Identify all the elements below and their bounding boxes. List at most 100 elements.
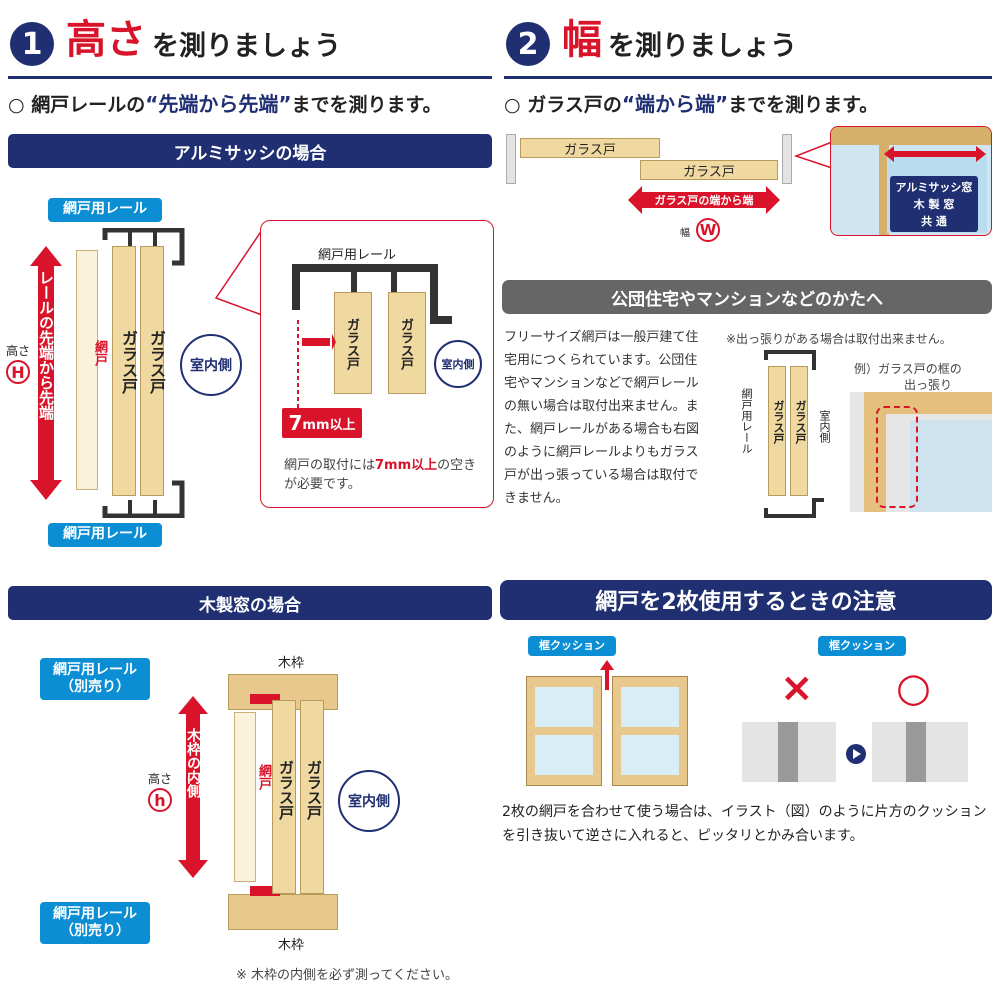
screen-frame-right [612,676,688,786]
seven-mm-badge-unit: mm以上 [302,417,356,433]
section1-title: 高さ を測りましょう [66,20,341,60]
width-caption: 幅 [680,228,690,239]
photo-pointer [794,141,833,169]
frame-top-label: 木枠 [278,656,305,671]
wood-vertical-label: 木枠の内側 [185,728,201,798]
cushion-tag-1: 框クッション [528,636,616,656]
screen-frame-left [526,676,602,786]
seven-mm-badge-number: 7 [288,411,303,435]
photo-width-arrow-icon [884,146,986,162]
two-screens-body: 2枚の網戸を合わせて使う場合は、イラスト（図）のように片方のクッションを引き抜い… [502,804,987,844]
glass-door-1 [112,246,136,496]
protrusion-glass-1 [768,366,786,496]
wood-height-caption: 高さ [148,772,173,786]
two-screens-band: 網戸を2枚使用するときの注意 [500,580,992,620]
wood-glass-1-label: ガラス戸 [277,760,295,820]
gap-note: 網戸の取付には7mm以上の空きが必要です。 [284,456,484,494]
section1-sub-post: までを測ります。 [291,94,442,116]
left-wall [506,134,516,184]
section2-subtitle: ○ ガラス戸の“端から端”までを測ります。 [504,88,878,117]
screen-right-pane-2 [621,735,679,775]
protrusion-glass-1-label: ガラス戸 [772,400,785,444]
protrusion-glass-2 [790,366,808,496]
cushion-tag-2: 框クッション [818,636,906,656]
wood-arrow-bottom-icon [178,860,208,878]
height-arrow-top-icon [30,246,62,266]
section1-subtitle: ○ 網戸レールの“先端から先端”までを測ります。 [8,88,442,117]
right-wall [782,134,792,184]
example-frame-side [864,392,886,512]
section1-rule [8,76,492,79]
section1-sub-pre: ○ 網戸レールの [8,94,146,116]
section2-sub-emph: “端から端” [621,92,729,116]
example-photo [850,392,992,512]
right-joint-frame [906,722,926,782]
public-housing-body: フリーサイズ網戸は一般戸建て住宅用につくられています。公団住宅やマンションなどで… [504,330,700,506]
cushion-pull-arrow-icon [600,660,614,690]
indoor-circle: 室内側 [180,334,242,396]
screen-panel [76,250,98,490]
gap-note-post: の空きが必要です。 [284,458,477,492]
public-housing-band: 公団住宅やマンションなどのかたへ [502,280,992,314]
wood-rail-top-mark [250,694,280,704]
wood-glass-2 [300,700,324,894]
height-letter-badge: H [6,360,30,384]
wood-rail-bottom-tag: 網戸用レール（別売り） [40,902,150,944]
protrusion-rail-icon [764,350,824,518]
glass-door-1-label: ガラス戸 [119,330,138,394]
height-arrow-bottom-icon [30,480,62,500]
aluminium-rail-frame [102,228,185,518]
zoom-glass-1 [334,292,372,394]
zoom-glass-2 [388,292,426,394]
zoom-indoor-circle: 室内側 [434,340,482,388]
section2-title-emph: 幅 [562,17,602,63]
wood-band: 木製窓の場合 [8,586,492,620]
wood-rail-bottom-mark [250,886,280,896]
right-joint-illustration [872,722,968,782]
screen-left-pane-2 [535,735,593,775]
photo-frame-mid [879,145,889,235]
wood-height-arrow-shaft [186,712,200,862]
wood-arrow-top-icon [178,696,208,714]
section2-sub-pre: ○ ガラス戸の [504,94,622,116]
width-arrow-label: ガラス戸の端から端 [654,194,754,207]
screen-panel-label: 網戸 [92,340,107,366]
width-glass-1: ガラス戸 [520,138,660,158]
width-arrow-icon [628,186,780,214]
wood-indoor-circle: 室内側 [338,770,400,832]
section-number-1: 1 [10,22,54,66]
gap-note-emph: 7mm以上 [375,458,438,473]
zoom-glass-1-label: ガラス戸 [344,318,359,370]
wood-screen-label: 網戸 [256,764,271,790]
photo-label-box: アルミサッシ窓 木 製 窓 共 通 [890,176,978,232]
wrong-mark: × [780,665,814,711]
rail-top-tag: 網戸用レール [48,198,162,222]
section2-title-rest: を測りましょう [608,31,797,62]
wood-frame-bottom [228,894,338,930]
zoom-callout-pointer [214,229,263,316]
frame-bottom-label: 木枠 [278,938,305,953]
protrusion-indoor-label: 室内側 [818,410,831,443]
gap-note-pre: 網戸の取付には [284,458,376,473]
example-label-2: 出っ張り [904,378,953,392]
wood-rail-top-tag: 網戸用レール（別売り） [40,658,150,700]
section1-title-rest: を測りましょう [152,31,341,62]
public-housing-note: ※出っ張りがある場合は取付出来ません。 [726,332,952,346]
wood-rail-bottom-1: 網戸用レール [53,905,137,922]
glass-door-2-label: ガラス戸 [147,330,166,394]
wood-note: ※ 木枠の内側を必ず測ってください。 [236,968,458,983]
section2-sub-post: までを測ります。 [728,94,879,116]
section1-title-emph: 高さ [66,17,146,63]
wood-glass-1 [272,700,296,894]
protrusion-rail-label: 網戸用レール [740,388,753,454]
photo-frame-top [831,127,991,145]
wood-screen-panel [234,712,256,882]
width-letter-badge: W [696,218,720,242]
zoom-glass-2-label: ガラス戸 [398,318,413,370]
photo-label-2: 木 製 窓 [913,198,955,211]
example-protrusion-highlight [876,406,918,508]
photo-label-1: アルミサッシ窓 [895,181,973,194]
wood-rail-bottom-2: （別売り） [60,923,130,939]
screen-right-pane-1 [621,687,679,727]
